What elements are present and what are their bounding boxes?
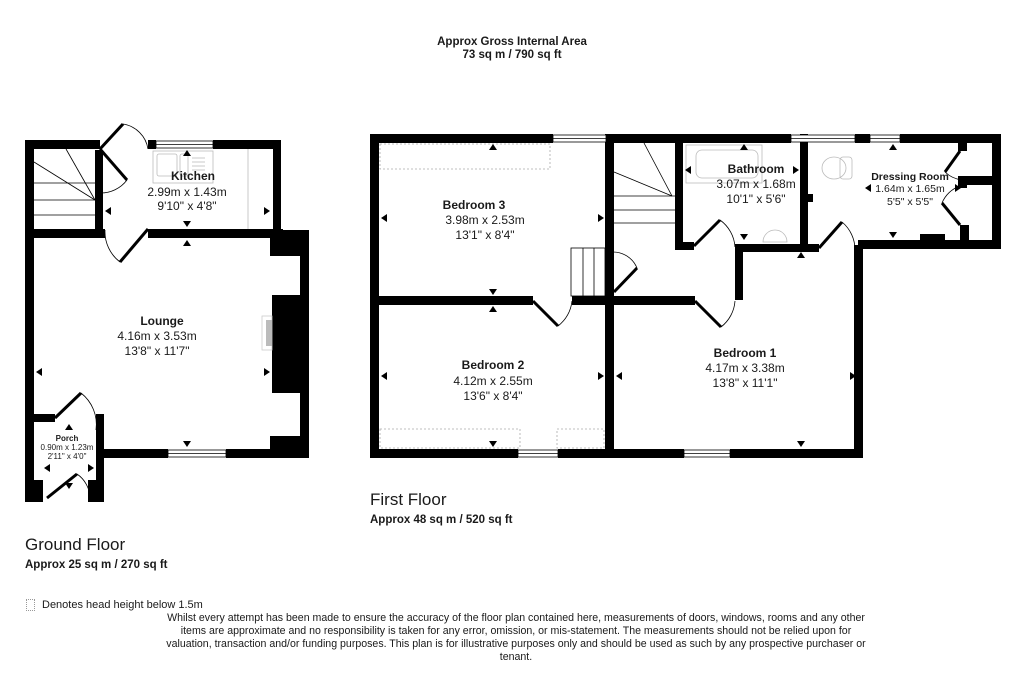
ground-floor-title: Ground Floor	[25, 535, 126, 554]
gross-internal-area: Approx Gross Internal Area 73 sq m / 790…	[0, 36, 1024, 62]
lounge-metric: 4.16m x 3.53m	[117, 329, 196, 343]
bedroom3-imperial: 13'1" x 8'4"	[455, 228, 514, 242]
bedroom2-metric: 4.12m x 2.55m	[453, 374, 532, 388]
bedroom3-name: Bedroom 3	[443, 198, 506, 212]
porch-name: Porch	[56, 434, 79, 443]
lounge-imperial: 13'8" x 11'7"	[125, 344, 190, 358]
ground-floor-caption: Ground Floor Approx 25 sq m / 270 sq ft	[25, 535, 168, 572]
bathroom-name: Bathroom	[728, 162, 785, 176]
kitchen-metric: 2.99m x 1.43m	[147, 185, 226, 199]
ground-floor-plan: Kitchen 2.99m x 1.43m 9'10" x 4'8" Loung…	[25, 122, 309, 502]
bedroom2-imperial: 13'6" x 8'4"	[463, 389, 522, 403]
kitchen-imperial: 9'10" x 4'8"	[157, 199, 216, 213]
bedroom1-imperial: 13'8" x 11'1"	[713, 376, 778, 390]
gia-value: 73 sq m / 790 sq ft	[462, 49, 562, 61]
disclaimer: Whilst every attempt has been made to en…	[166, 612, 866, 663]
gia-title: Approx Gross Internal Area	[437, 36, 587, 48]
legend-text: Denotes head height below 1.5m	[42, 599, 203, 611]
bedroom1-name: Bedroom 1	[714, 346, 777, 360]
first-floor-caption: First Floor Approx 48 sq m / 520 sq ft	[370, 490, 513, 527]
porch-metric: 0.90m x 1.23m	[41, 443, 94, 452]
dressing-room-metric: 1.64m x 1.65m	[875, 183, 945, 195]
dressing-room-imperial: 5'5" x 5'5"	[887, 196, 933, 208]
lounge-name: Lounge	[140, 314, 184, 328]
porch-imperial: 2'11" x 4'0"	[48, 452, 87, 461]
first-floor-plan: Bedroom 3 3.98m x 2.53m 13'1" x 8'4" Bed…	[370, 134, 1001, 458]
dotted-area-icon	[26, 599, 35, 611]
kitchen-name: Kitchen	[171, 169, 215, 183]
ground-floor-area: Approx 25 sq m / 270 sq ft	[25, 559, 168, 571]
bedroom3-metric: 3.98m x 2.53m	[445, 213, 524, 227]
legend: Denotes head height below 1.5m	[26, 599, 203, 611]
bathroom-imperial: 10'1" x 5'6"	[726, 192, 785, 206]
bedroom1-metric: 4.17m x 3.38m	[705, 361, 784, 375]
first-floor-title: First Floor	[370, 490, 447, 509]
bedroom2-name: Bedroom 2	[462, 358, 525, 372]
dressing-room-name: Dressing Room	[871, 171, 949, 183]
bathroom-metric: 3.07m x 1.68m	[716, 177, 795, 191]
first-floor-area: Approx 48 sq m / 520 sq ft	[370, 514, 513, 526]
